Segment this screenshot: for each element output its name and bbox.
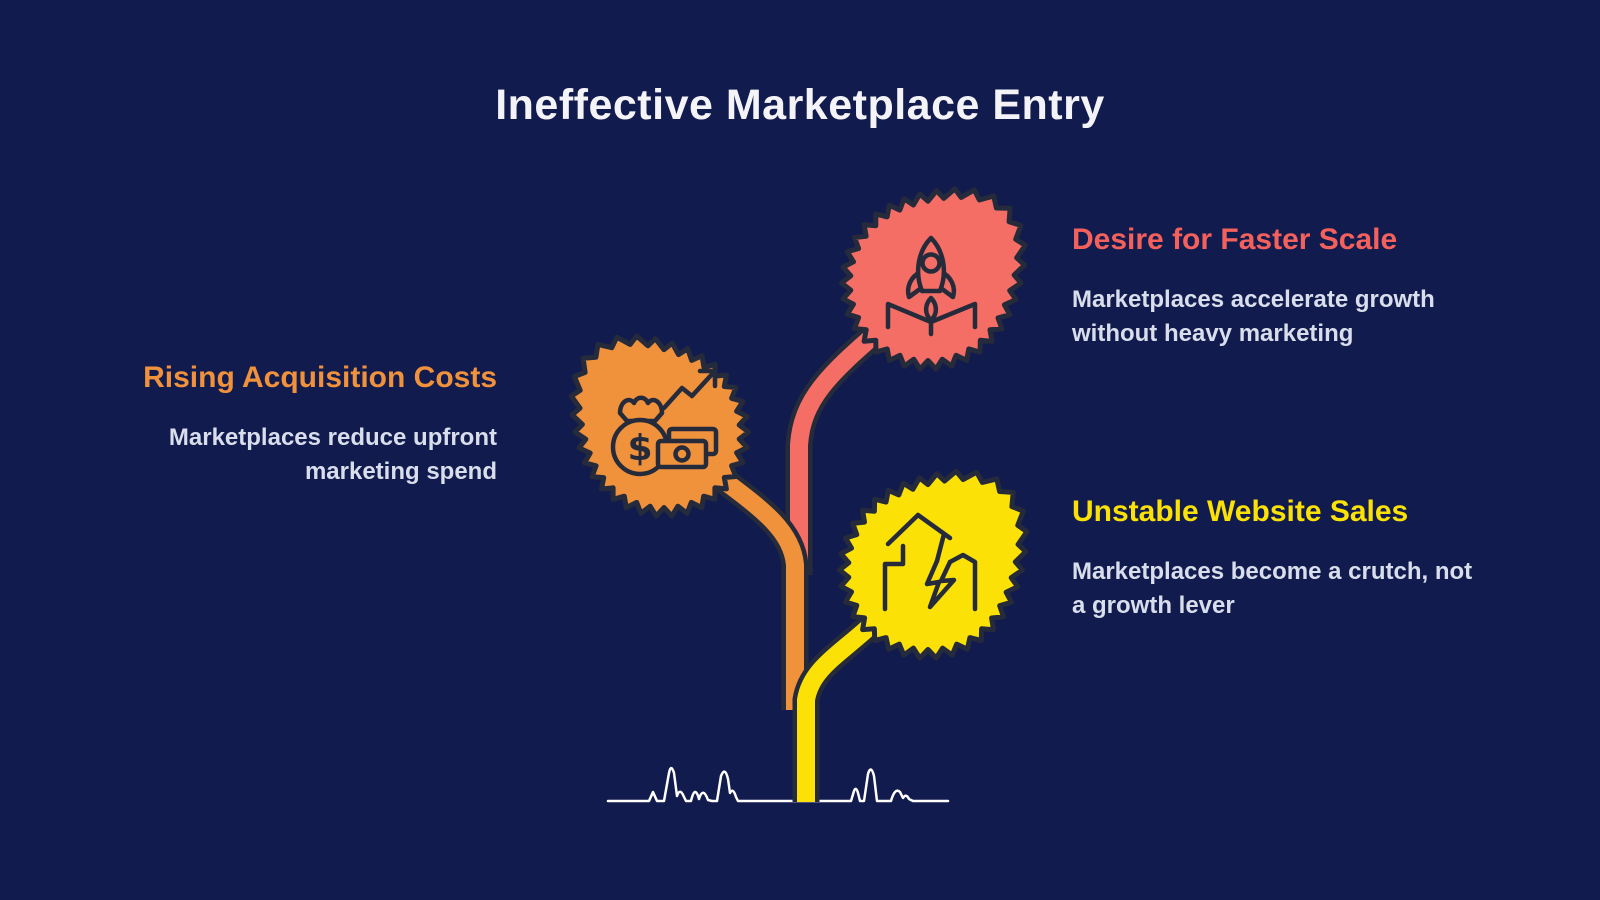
item-body-line: marketing spend (304, 458, 497, 485)
item-rising-acquisition-costs: Rising Acquisition Costs Marketplaces re… (143, 360, 497, 489)
item-body: Marketplaces accelerate growth without h… (1072, 283, 1435, 351)
item-unstable-website-sales: Unstable Website Sales Marketplaces beco… (1072, 494, 1472, 623)
item-heading: Rising Acquisition Costs (143, 361, 497, 394)
item-body-line: without heavy marketing (1072, 320, 1354, 347)
item-body-line: a growth lever (1072, 592, 1235, 619)
item-heading: Desire for Faster Scale (1072, 223, 1398, 256)
dollar-sign: $ (627, 428, 652, 469)
item-body: Marketplaces reduce upfront marketing sp… (143, 421, 497, 489)
orange-stem (701, 459, 809, 710)
ground-ekg-line (606, 766, 950, 803)
item-desire-for-faster-scale: Desire for Faster Scale Marketplaces acc… (1072, 222, 1435, 351)
item-body-line: Marketplaces accelerate growth (1072, 286, 1435, 313)
money-bag-growth-icon: $ (610, 368, 719, 477)
item-body: Marketplaces become a crutch, not a grow… (1072, 555, 1472, 623)
broken-house-icon (882, 512, 978, 612)
item-heading: Unstable Website Sales (1072, 495, 1409, 528)
item-body-line: Marketplaces become a crutch, not (1072, 558, 1473, 585)
item-body-line: Marketplaces reduce upfront (168, 424, 497, 451)
coral-stem (785, 319, 889, 575)
rocket-launch-icon (885, 235, 978, 337)
page-title: Ineffective Marketplace Entry (495, 80, 1105, 129)
